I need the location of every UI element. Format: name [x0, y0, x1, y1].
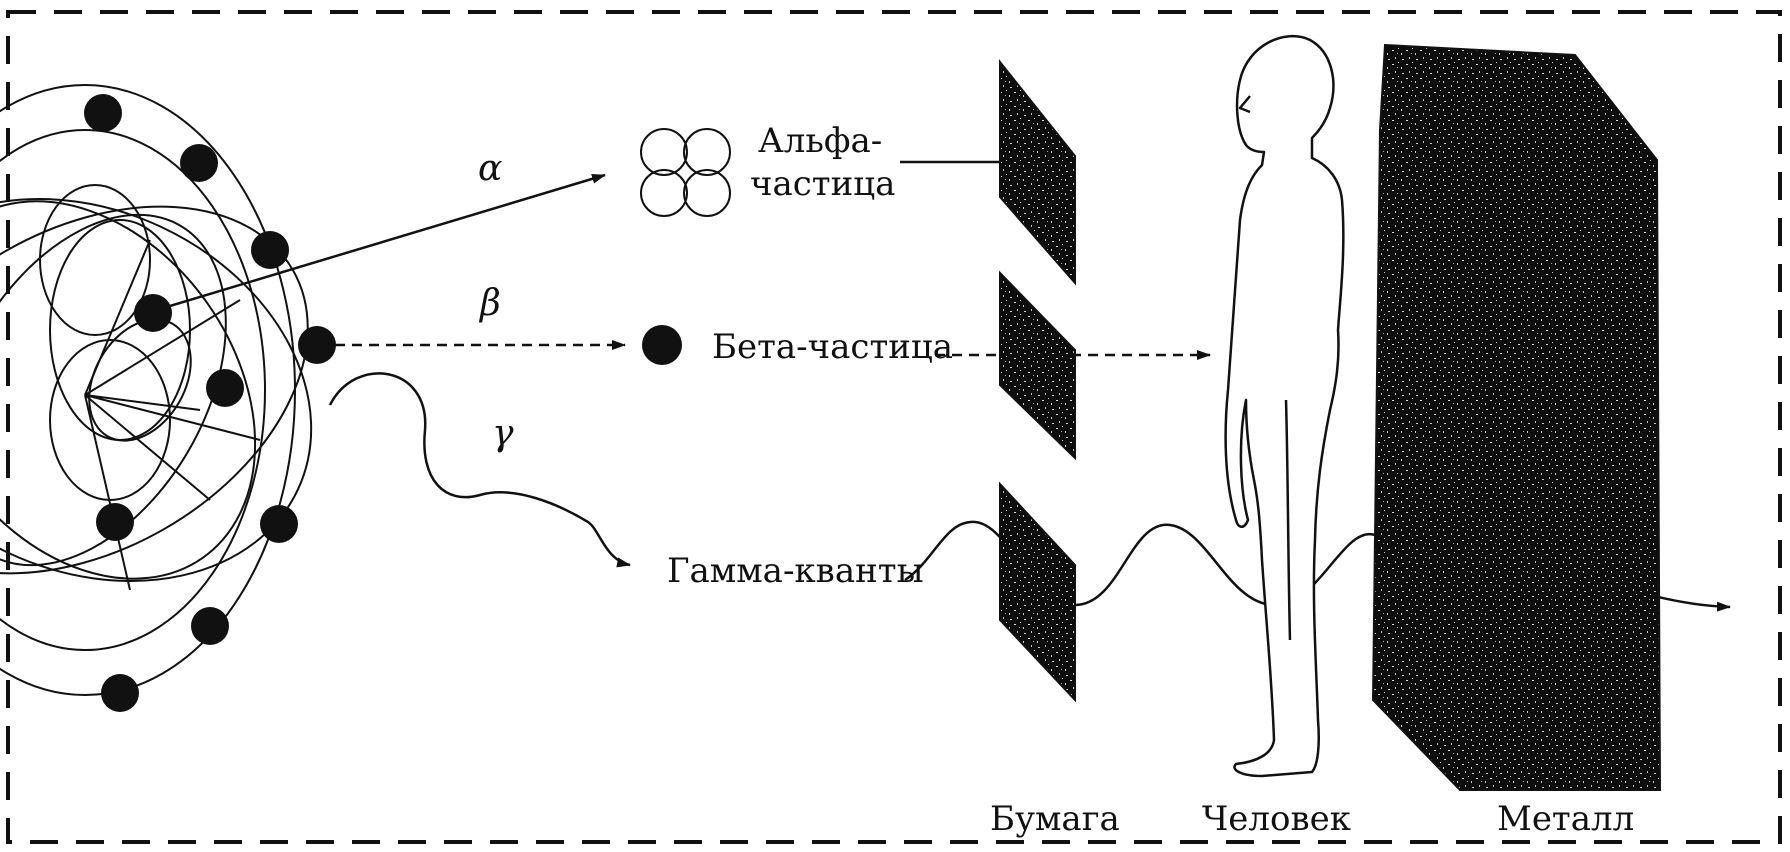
- beta-symbol: β: [478, 283, 501, 324]
- nucleon: [191, 607, 229, 645]
- nucleon: [251, 231, 289, 269]
- paper-label: Бумага: [990, 799, 1120, 839]
- human-figure: [1226, 36, 1344, 776]
- gamma-symbol: γ: [492, 413, 514, 454]
- paper-sheet-middle: [1000, 273, 1075, 458]
- beta-particle-icon: [642, 325, 682, 365]
- nucleon: [134, 294, 172, 332]
- nucleon: [180, 144, 218, 182]
- beta-label: Бета-частица: [712, 327, 953, 367]
- paper-sheets: [1000, 62, 1075, 700]
- alpha-symbol: α: [478, 148, 502, 189]
- human-label: Человек: [1202, 799, 1351, 839]
- nucleon: [84, 94, 122, 132]
- nucleon: [101, 674, 139, 712]
- paper-sheet-top: [1000, 62, 1075, 283]
- nucleon: [96, 503, 134, 541]
- gamma-label: Гамма-кванты: [667, 551, 924, 591]
- alpha-particle-icon: [641, 129, 730, 216]
- nucleon: [260, 505, 298, 543]
- gamma-ray-wave: [330, 373, 630, 565]
- paper-sheet-bottom: [1000, 484, 1075, 700]
- alpha-label-line1: Альфа-: [758, 121, 882, 161]
- nucleon: [298, 326, 336, 364]
- metal-block-body: [1373, 45, 1660, 790]
- nucleon: [206, 369, 244, 407]
- alpha-label-line2: частица: [750, 164, 895, 204]
- metal-label: Металл: [1497, 799, 1634, 839]
- alpha-ray-arrow: [140, 175, 605, 315]
- metal-block: [1373, 45, 1660, 790]
